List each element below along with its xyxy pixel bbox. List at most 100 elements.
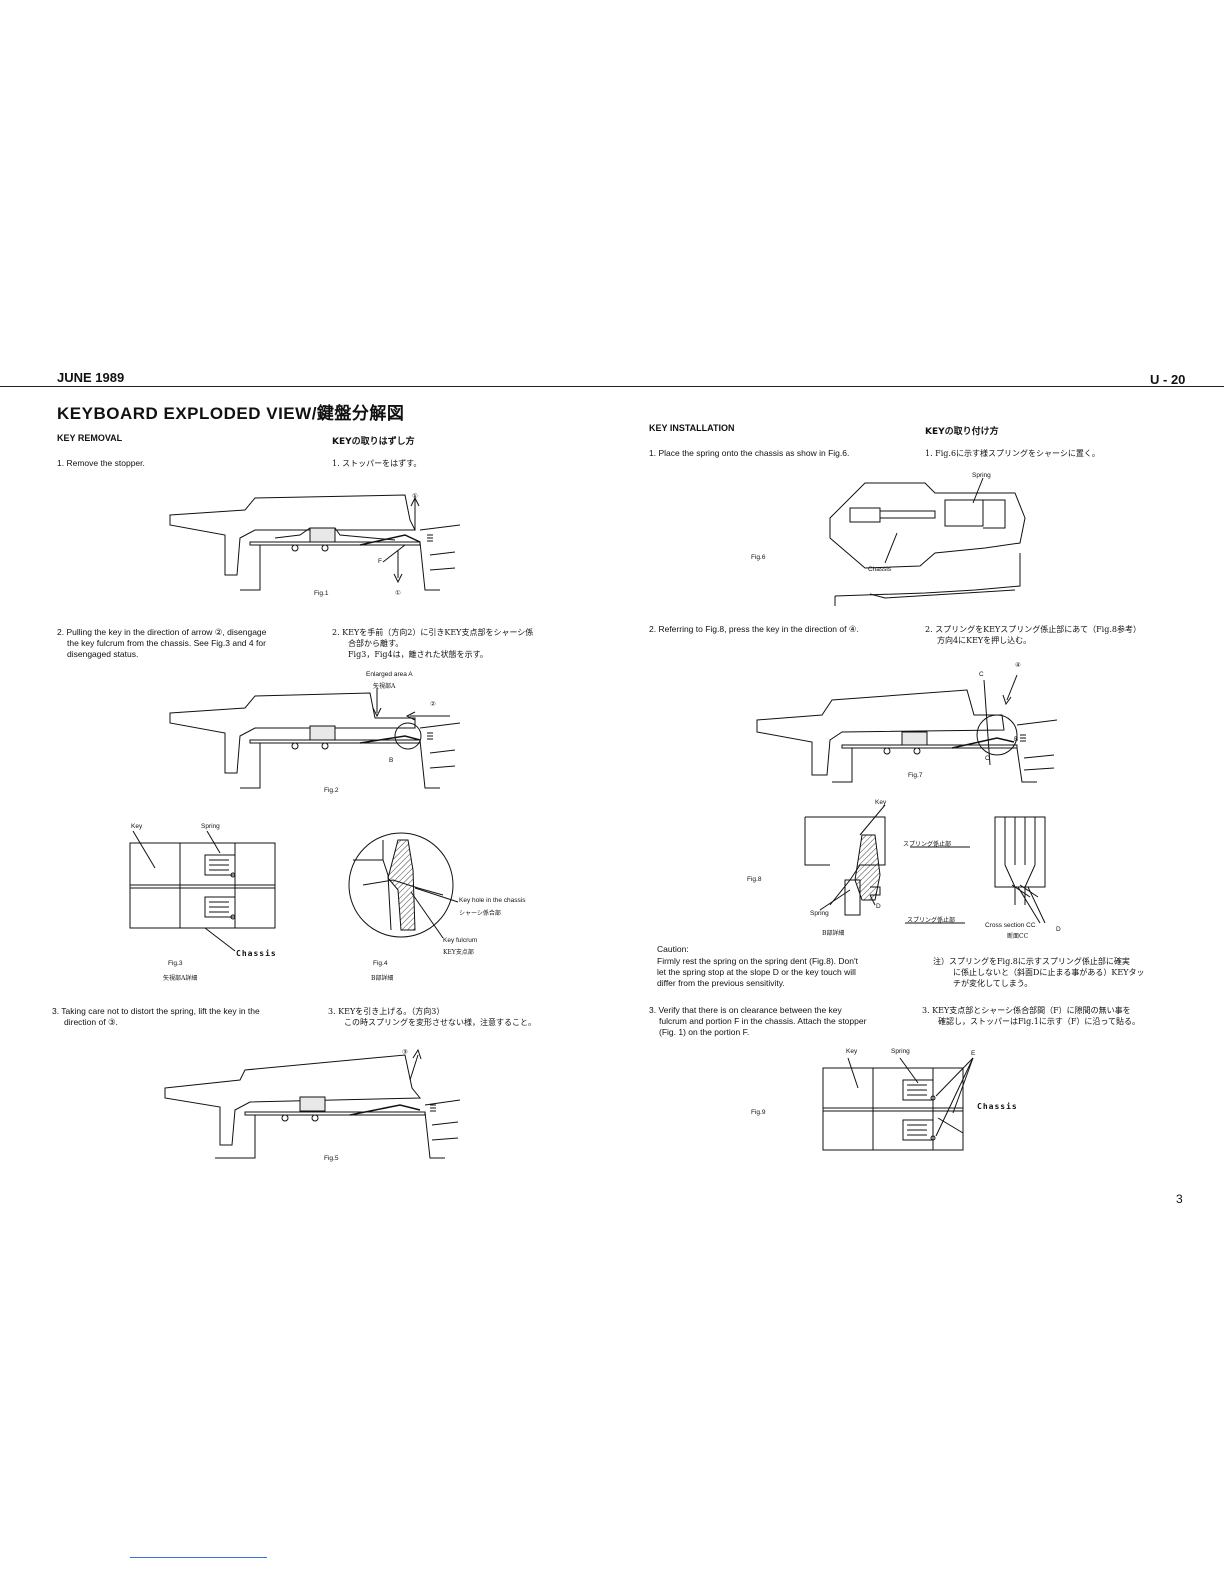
date-label: JUNE 1989 (57, 370, 125, 385)
installation-heading: KEY INSTALLATION (649, 423, 735, 433)
removal-step3-line1: 3. Taking care not to distort the spring… (52, 1006, 260, 1016)
fig3-caption: Fig.3 (168, 960, 183, 967)
fig7-mark: ④ (1015, 662, 1021, 669)
fig8-label-d1: D (876, 903, 881, 910)
removal-step3-jp: 3. KEYを引き上げる。（方向3） この時スプリングを変形させない様，注意する… (328, 1006, 536, 1028)
fig6-spring-label: Spring (972, 472, 991, 479)
fig5-mark: ③ (402, 1049, 408, 1056)
fig8-detail-label: B部詳細 (822, 930, 845, 937)
header-rule (0, 386, 1224, 387)
fig3-spring-label: Spring (201, 823, 220, 830)
caution-title: Caution: (657, 944, 689, 954)
caution-jp-line2: に係止しないと（斜面Dに止まる事がある）KEYタッ (953, 968, 1145, 977)
fig7-label-c-top: C (979, 671, 984, 678)
fig2-mark: ② (430, 701, 436, 708)
fig1-mark-top: ① (412, 493, 418, 500)
footer-link-underline (130, 1557, 267, 1558)
installation-step3: 3. Verify that there is on clearance bet… (649, 1005, 866, 1038)
removal-step2-line1: 2. Pulling the key in the direction of a… (57, 627, 267, 637)
fig8-dent-label-top: スプリング係止部 (903, 841, 952, 848)
caution-line1: Firmly rest the spring on the spring den… (657, 956, 858, 966)
removal-step2: 2. Pulling the key in the direction of a… (57, 627, 266, 660)
installation-step3-line2: fulcrum and portion F in the chassis. At… (659, 1016, 867, 1026)
installation-step1: 1. Place the spring onto the chassis as … (649, 448, 850, 458)
fig8-label-d2: D (1056, 926, 1061, 933)
installation-step3-line1: 3. Verify that there is on clearance bet… (649, 1005, 842, 1015)
fig3-caption-jp: 矢視部A詳細 (163, 975, 198, 982)
fig4-caption-jp: B部詳細 (371, 975, 394, 982)
fig8-caption: Fig.8 (747, 876, 762, 883)
fig6-caption: Fig.6 (751, 554, 766, 561)
installation-step3-jp: 3. KEY支点部とシャーシ係合部間（F）に隙間の無い事を 確認し，ストッパーは… (922, 1005, 1140, 1027)
installation-step2: 2. Referring to Fig.8, press the key in … (649, 624, 859, 634)
fig9-label-e: E (971, 1050, 976, 1057)
fig3-chassis-label: Chassis (236, 949, 277, 958)
fig9-chassis-label: Chassis (977, 1102, 1018, 1111)
removal-step2-line2: the key fulcrum from the chassis. See Fi… (67, 638, 266, 648)
fig3-key-label: Key (131, 823, 143, 830)
fig9-key-label: Key (846, 1048, 858, 1055)
fig1-drawing (169, 494, 461, 591)
removal-step2-jp-line1: 2. KEYを手前（方向2）に引きKEY支点部をシャーシ係 (332, 628, 534, 637)
caution-jp-line3: チが変化してしまう。 (953, 979, 1033, 988)
fig2-label-b: B (389, 757, 394, 764)
installation-step1-jp: 1. Fig.6に示す様スプリングをシャーシに置く。 (925, 449, 1100, 458)
removal-step1: 1. Remove the stopper. (57, 458, 145, 468)
removal-step3-jp-line1: 3. KEYを引き上げる。（方向3） (328, 1007, 445, 1016)
removal-step1-jp: 1. ストッパーをはずす。 (332, 459, 422, 468)
fig2-caption: Fig.2 (324, 787, 339, 794)
removal-step2-jp: 2. KEYを手前（方向2）に引きKEY支点部をシャーシ係 合部から離す。 Fi… (332, 627, 533, 660)
fig3-drawing (129, 830, 276, 952)
removal-heading: KEY REMOVAL (57, 433, 123, 443)
page-number: 3 (1176, 1192, 1183, 1206)
removal-heading-jp: KEYの取りはずし方 (332, 437, 415, 447)
fig1-label-f: F (378, 558, 382, 565)
fig7-label-b: B (1014, 736, 1019, 743)
caution-text: Firmly rest the spring on the spring den… (657, 956, 858, 989)
fig8-key-label: Key (875, 799, 887, 806)
removal-step2-line3: disengaged status. (67, 649, 139, 659)
fig4-fulcrum-label-jp: KEY支点部 (443, 949, 474, 956)
fig4-caption: Fig.4 (373, 960, 388, 967)
installation-step3-jp-line1: 3. KEY支点部とシャーシ係合部間（F）に隙間の無い事を (922, 1006, 1131, 1015)
installation-step3-line3: (Fig. 1) on the portion F. (659, 1027, 750, 1037)
removal-step2-jp-line2: 合部から離す。 (348, 639, 404, 648)
fig8-spring-label: Spring (810, 910, 829, 917)
removal-step3: 3. Taking care not to distort the spring… (52, 1006, 260, 1028)
fig4-hole-label: Key hole in the chassis (459, 897, 526, 904)
fig8-cross-section-label: Cross section CC (985, 922, 1036, 929)
fig7-label-c-bottom: C (985, 755, 990, 762)
fig1-caption: Fig.1 (314, 590, 329, 597)
installation-heading-jp: KEYの取り付け方 (925, 427, 999, 437)
installation-step2-jp-line2: 方向4にKEYを押し込む。 (937, 636, 1032, 645)
removal-step3-jp-line2: この時スプリングを変形させない様，注意すること。 (344, 1018, 536, 1027)
installation-step2-jp-line1: 2. スプリングをKEYスプリング係止部にあて（Fig.8参考） (925, 625, 1141, 634)
fig9-caption: Fig.9 (751, 1109, 766, 1116)
fig7-caption: Fig.7 (908, 772, 923, 779)
fig6-drawing (829, 477, 1026, 606)
caution-jp-line1: 注）スプリングをFig.8に示すスプリング係止部に確実 (933, 957, 1130, 966)
fig9-drawing (822, 1057, 974, 1151)
fig6-chassis-label: Chassis (868, 566, 892, 573)
page-title: KEYBOARD EXPLODED VIEW/鍵盤分解図 (57, 404, 405, 423)
fig2-enlarged-label-jp: 矢視部A (373, 683, 396, 690)
removal-step3-line2: direction of ③. (64, 1017, 118, 1027)
caution-line3: differ from the previous sensitivity. (657, 978, 785, 988)
fig1-mark-bottom: ① (395, 590, 401, 597)
fig4-fulcrum-label: Key fulcrum (443, 937, 478, 944)
fig4-drawing (348, 832, 459, 939)
fig7-drawing (756, 674, 1058, 783)
fig4-hole-label-jp: シャーシ係合部 (459, 910, 501, 917)
fig9-spring-label: Spring (891, 1048, 910, 1055)
fig2-enlarged-label: Enlarged area A (366, 671, 413, 678)
removal-step2-jp-line3: Fig3，Fig4は，離された状態を示す。 (348, 650, 488, 659)
fig5-drawing (164, 1048, 461, 1159)
caution-line2: let the spring stop at the slope D or th… (657, 967, 856, 977)
fig8-dent-label-bottom: スプリング係止部 (907, 917, 956, 924)
fig8-drawing (804, 804, 1046, 924)
fig8-cross-section-label-jp: 断面CC (1007, 933, 1029, 940)
model-label: U - 20 (1150, 372, 1186, 387)
installation-step3-jp-line2: 確認し，ストッパーはFig.1に示す（F）に沿って貼る。 (938, 1017, 1141, 1026)
installation-step2-jp: 2. スプリングをKEYスプリング係止部にあて（Fig.8参考） 方向4にKEY… (925, 624, 1141, 646)
fig2-drawing (169, 688, 461, 789)
